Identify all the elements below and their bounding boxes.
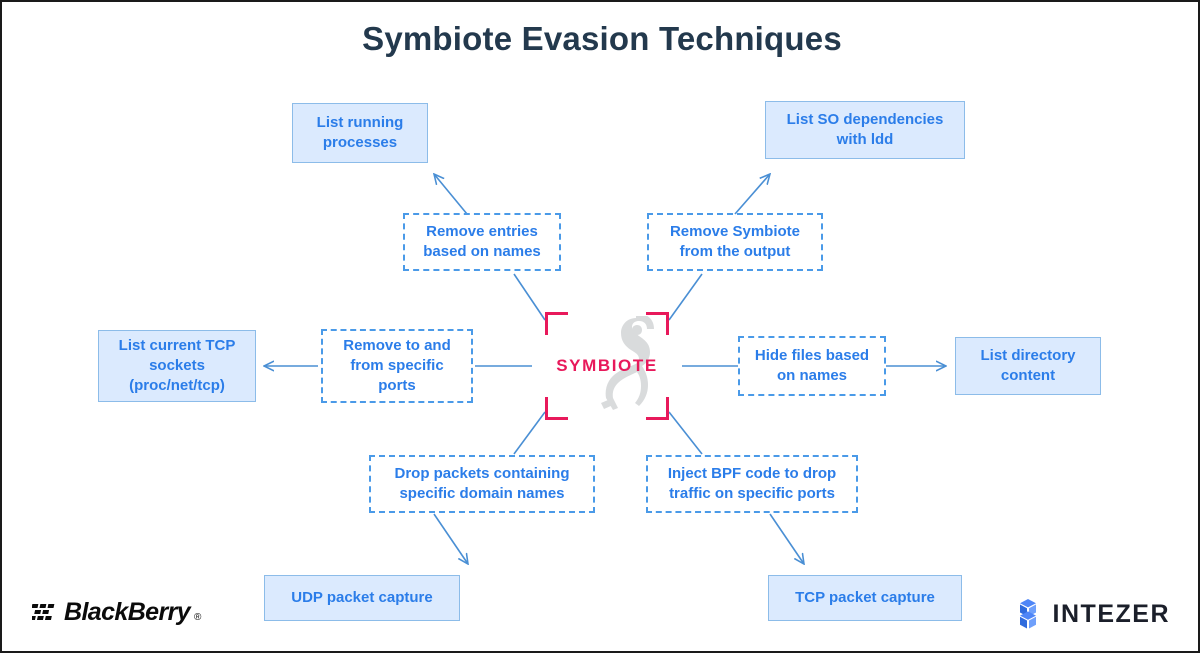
corner-bracket-top-left (545, 312, 568, 335)
technique-remove-symbiote-from-the-output[interactable]: Remove Symbiote from the output (647, 213, 823, 271)
technique-label-line1: Remove to and (343, 337, 451, 355)
arrow-to-udp-packet-capture (433, 513, 468, 564)
target-label-line1: TCP packet capture (795, 589, 935, 607)
technique-label-line2: based on names (423, 243, 541, 260)
blackberry-dots-icon (32, 603, 55, 620)
corner-bracket-bottom-left (545, 397, 568, 420)
arrow-to-list-running-processes (434, 174, 468, 215)
center-emblem: SYMBIOTE (538, 312, 676, 420)
intezer-logo: INTEZER (1012, 598, 1170, 630)
target-label-line2: content (1000, 367, 1056, 384)
technique-label-line1: Inject BPF code to drop (667, 465, 837, 483)
target-list-directory-content[interactable]: List directory content (955, 337, 1101, 395)
intezer-wordmark: INTEZER (1052, 599, 1170, 628)
technique-remove-entries-based-on-names[interactable]: Remove entries based on names (403, 213, 561, 271)
technique-label-line1: Drop packets containing (394, 465, 570, 483)
page-title: Symbiote Evasion Techniques (362, 20, 842, 57)
target-label-line1: List SO dependencies (786, 111, 944, 129)
target-label-line3: (proc/net/tcp) (129, 376, 225, 394)
target-label-line2: processes (322, 134, 398, 151)
target-list-current-tcp-sockets[interactable]: List current TCP sockets (proc/net/tcp) (98, 330, 256, 402)
technique-label-line2: on names (776, 367, 848, 384)
target-label-line1: List directory (980, 347, 1076, 365)
target-label-line2: with ldd (836, 131, 894, 148)
blackberry-logo: BlackBerry ® (32, 598, 201, 627)
target-list-running-processes[interactable]: List running processes (292, 103, 428, 163)
corner-bracket-bottom-right (646, 397, 669, 420)
snake-silhouette-icon (601, 316, 654, 410)
technique-remove-to-and-from-specific-ports[interactable]: Remove to and from specific ports (321, 329, 473, 403)
registered-trademark-icon: ® (194, 612, 202, 623)
technique-label-line1: Hide files based (754, 347, 870, 365)
arrow-to-tcp-packet-capture (769, 513, 804, 564)
target-udp-packet-capture[interactable]: UDP packet capture (264, 575, 460, 621)
target-label-line2: sockets (149, 357, 205, 375)
technique-drop-packets-specific-domain-names[interactable]: Drop packets containing specific domain … (369, 455, 595, 513)
technique-label-line2: from the output (679, 243, 791, 260)
blackberry-wordmark: BlackBerry (64, 598, 191, 626)
corner-bracket-top-right (646, 312, 669, 335)
technique-label-line2: from specific (350, 357, 444, 375)
arrow-to-list-so-dependencies (734, 174, 770, 215)
technique-label-line1: Remove Symbiote (669, 223, 801, 241)
target-tcp-packet-capture[interactable]: TCP packet capture (768, 575, 962, 621)
technique-hide-files-based-on-names[interactable]: Hide files based on names (738, 336, 886, 396)
target-label-line1: List running (316, 114, 404, 132)
target-label-line1: List current TCP (118, 337, 236, 355)
center-label: SYMBIOTE (556, 356, 658, 375)
target-label-line1: UDP packet capture (291, 589, 433, 607)
technique-label-line2: traffic on specific ports (669, 485, 835, 502)
technique-label-line2: specific domain names (399, 485, 565, 502)
target-list-so-dependencies[interactable]: List SO dependencies with ldd (765, 101, 965, 159)
technique-label-line1: Remove entries (426, 223, 538, 241)
technique-inject-bpf-code-drop-traffic[interactable]: Inject BPF code to drop traffic on speci… (646, 455, 858, 513)
intezer-cube-icon (1019, 599, 1036, 629)
technique-label-line3: ports (378, 376, 416, 394)
